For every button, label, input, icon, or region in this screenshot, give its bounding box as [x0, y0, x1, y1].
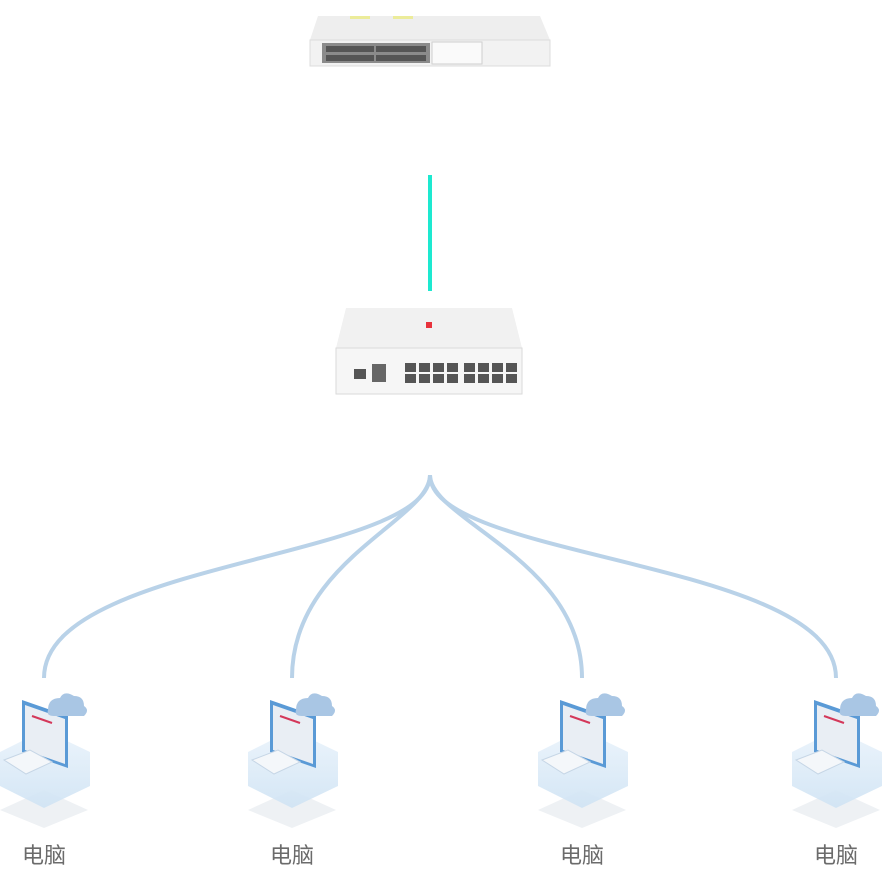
- ethernet-port: [506, 374, 517, 383]
- ethernet-port: [478, 374, 489, 383]
- ethernet-port: [447, 374, 458, 383]
- access-switch-icon: [335, 308, 523, 395]
- ethernet-port: [464, 363, 475, 372]
- computer-cloud-icon: [248, 693, 338, 828]
- ethernet-port: [492, 374, 503, 383]
- ethernet-port: [478, 363, 489, 372]
- computer-cloud-icon: [538, 693, 628, 828]
- computer-label: 电脑: [813, 844, 858, 869]
- ethernet-port: [433, 374, 444, 383]
- core-switch-icon: [309, 16, 551, 67]
- downlink-line: [428, 474, 838, 679]
- ethernet-port: [433, 363, 444, 372]
- computer-label: 电脑: [559, 844, 604, 869]
- ethernet-port: [405, 374, 416, 383]
- computer-cloud-icon: [0, 693, 90, 828]
- ethernet-port: [447, 363, 458, 372]
- ethernet-port: [492, 363, 503, 372]
- ethernet-port: [419, 363, 430, 372]
- computer-label: 电脑: [269, 844, 314, 869]
- downlink-line: [42, 474, 432, 679]
- ethernet-port: [506, 363, 517, 372]
- downlink-line: [290, 474, 432, 679]
- ethernet-port: [405, 363, 416, 372]
- computer-label: 电脑: [21, 844, 66, 869]
- ethernet-port: [464, 374, 475, 383]
- computer-cloud-icon: [792, 693, 882, 828]
- ethernet-port: [419, 374, 430, 383]
